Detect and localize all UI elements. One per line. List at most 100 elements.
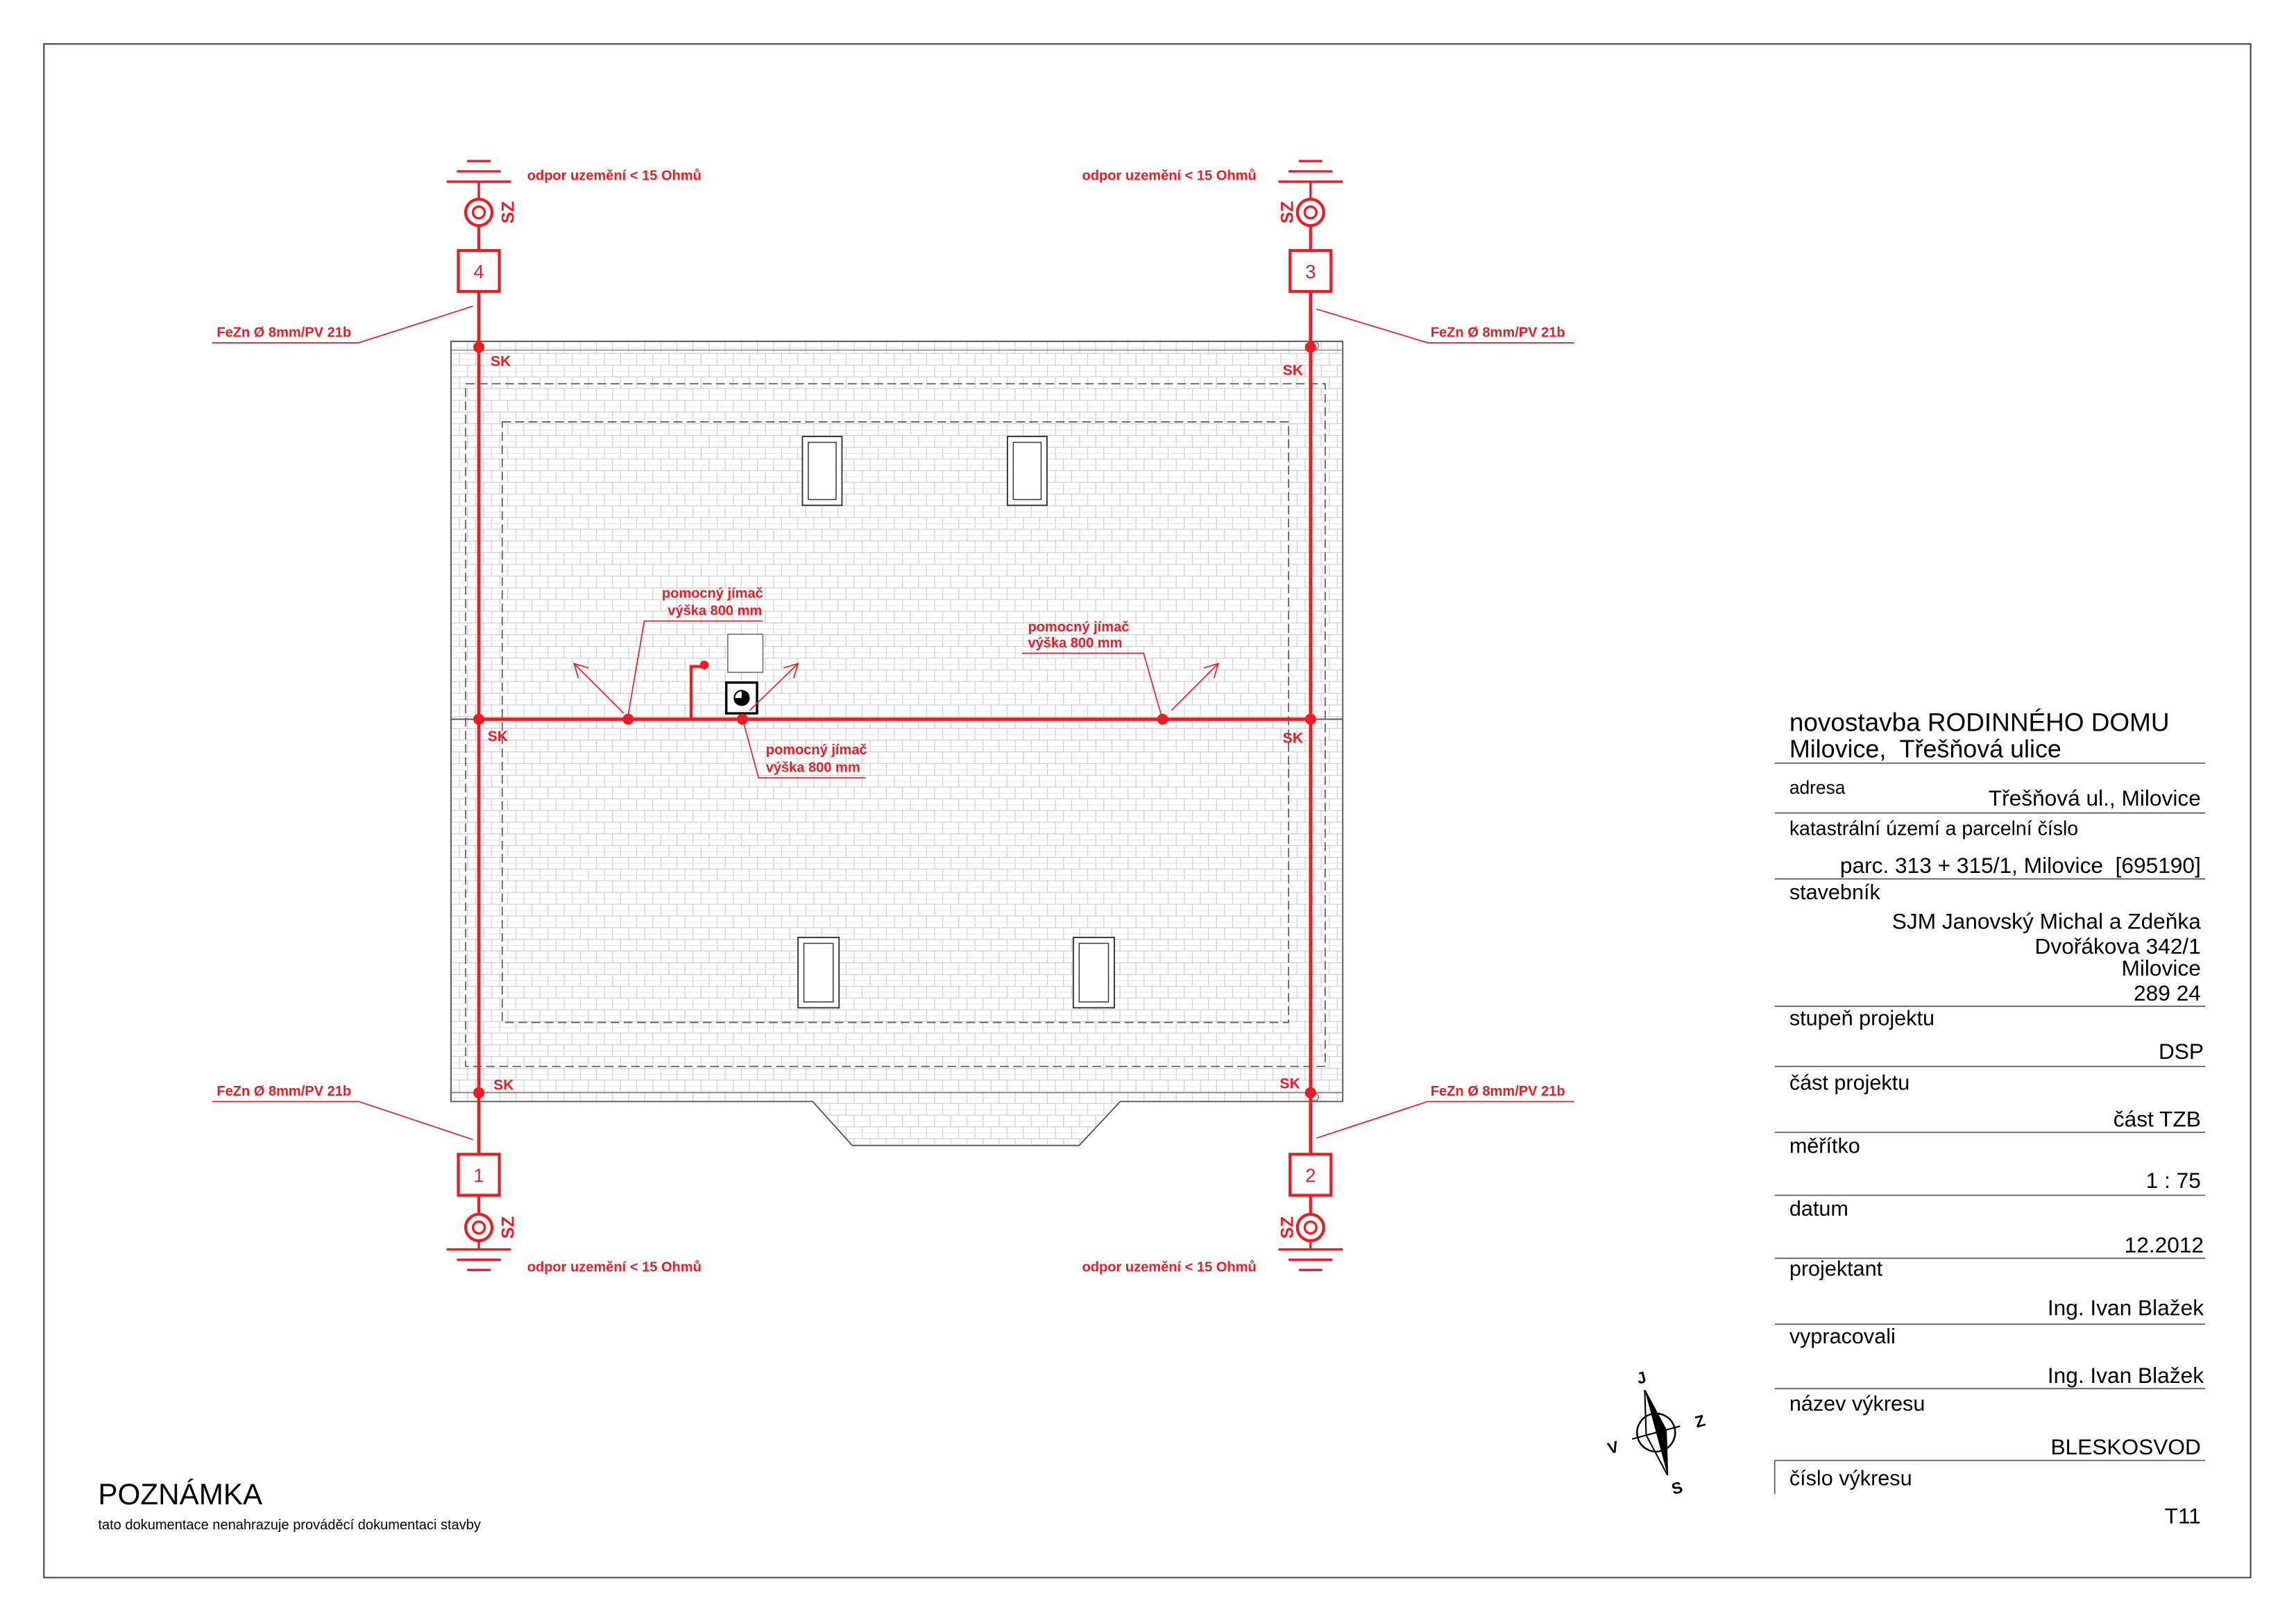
test-clamp-symbol	[1295, 1212, 1325, 1243]
junction-dot	[473, 713, 485, 725]
earthing-point-box	[1289, 1153, 1333, 1197]
drawing-number-label: číslo výkresu	[1789, 1467, 1912, 1490]
conductor-spec-leader	[1316, 308, 1574, 343]
note-title: POZNÁMKA	[98, 1478, 263, 1511]
address-value: Třešňová ul., Milovice	[1989, 785, 2201, 810]
compass-label-bottom: S	[1669, 1478, 1685, 1498]
lightning-conductor-network: SK SK SK SK SK SK pomocný jímač výška 80…	[473, 291, 1316, 1155]
air-terminal-name: pomocný jímač	[766, 742, 867, 758]
test-clamp-label: SZ	[1277, 201, 1297, 223]
test-clamp-inner	[471, 1220, 486, 1235]
roof-window-top-right	[1006, 436, 1048, 507]
stage-value: DSP	[2159, 1039, 2204, 1064]
earth-symbol	[446, 1241, 511, 1271]
north-arrow: J Z S V	[1606, 1368, 1707, 1498]
earthing-point-3: 3 SZ odpor uzemění < 15 Ohmů FeZn Ø 8mm/…	[1082, 160, 1574, 343]
earthing-point-1: 1 SZ odpor uzemění < 15 Ohmů FeZn Ø 8mm/…	[212, 1084, 701, 1275]
compass-label-left: V	[1606, 1437, 1621, 1457]
air-terminal-dot	[1157, 713, 1168, 725]
test-clamp-label: SZ	[499, 201, 518, 223]
wall-outline	[501, 421, 1289, 1023]
direction-arrow	[1171, 663, 1220, 711]
annotation-leader	[1022, 652, 1162, 715]
earthing-point-number: 2	[1305, 1165, 1316, 1187]
air-terminal-annotation: pomocný jímač výška 800 mm	[627, 586, 763, 715]
conductor-spec-label: FeZn Ø 8mm/PV 21b	[216, 325, 351, 341]
earthing-point-number: 3	[1305, 261, 1316, 282]
air-terminal-height: výška 800 mm	[1028, 636, 1122, 651]
air-terminal-height: výška 800 mm	[667, 604, 762, 619]
junction-label: SK	[1279, 1076, 1300, 1091]
earthing-resistance-note: odpor uzemění < 15 Ohmů	[527, 169, 701, 184]
test-clamp-inner	[471, 205, 486, 220]
cadastre-value: parc. 313 + 315/1, Milovice [695190]	[1840, 853, 2201, 878]
junction-label: SK	[1283, 730, 1304, 746]
date-value: 12.2012	[2125, 1232, 2204, 1257]
stage-label: stupeň projektu	[1789, 1007, 1934, 1030]
chimney-air-terminal-conductor	[689, 665, 701, 720]
junction-dot	[473, 1087, 485, 1098]
roof-window-glass	[1012, 441, 1042, 500]
date-label: datum	[1789, 1197, 1848, 1221]
junction-dot	[473, 341, 485, 353]
address-label: adresa	[1789, 777, 1846, 798]
conductor-spec-label: FeZn Ø 8mm/PV 21b	[216, 1084, 351, 1099]
roof-window-top-left	[801, 436, 843, 507]
earth-symbol	[1278, 1241, 1343, 1271]
chimney-air-terminal-dot	[699, 661, 709, 670]
junction-dot	[1304, 713, 1316, 725]
annotation-leader	[627, 620, 763, 715]
investor-label: stavebník	[1789, 881, 1881, 904]
test-clamp-symbol	[1295, 197, 1325, 228]
investor-zip: 289 24	[2134, 980, 2201, 1005]
vent-outline	[726, 634, 764, 673]
investor-city: Milovice	[2122, 955, 2201, 980]
test-clamp-symbol	[464, 197, 494, 228]
roof-window-bottom-left	[797, 937, 840, 1009]
earthing-point-number: 1	[473, 1165, 484, 1187]
prepared-value: Ing. Ivan Blažek	[2048, 1363, 2204, 1388]
conductor-spec-leader	[1316, 1101, 1574, 1139]
conductor-spec-leader	[212, 1101, 473, 1141]
part-value: část TZB	[2114, 1106, 2201, 1131]
junction-label: SK	[488, 729, 509, 745]
conductor-spec-label: FeZn Ø 8mm/PV 21b	[1431, 325, 1565, 341]
junction-label: SK	[1283, 362, 1304, 378]
test-clamp-symbol	[464, 1212, 494, 1243]
scale-value: 1 : 75	[2146, 1168, 2201, 1193]
investor-street: Dvořákova 342/1	[2035, 933, 2201, 958]
compass-label-top: J	[1635, 1368, 1648, 1387]
investor-name: SJM Janovský Michal a Zdeňka	[1892, 908, 2201, 933]
air-terminal-dot	[736, 713, 748, 725]
designer-label: projektant	[1789, 1257, 1883, 1281]
roof-overhang-outline	[465, 383, 1326, 1067]
air-terminal-dot	[622, 713, 634, 725]
drawing-number-value: T11	[2165, 1503, 2201, 1528]
roof-window-bottom-right	[1072, 937, 1115, 1009]
test-clamp-inner	[1303, 1220, 1318, 1235]
chimney-flue-fill	[734, 690, 749, 706]
junction-dot	[1304, 1087, 1316, 1098]
drawing-name-label: název výkresu	[1789, 1392, 1925, 1416]
prepared-label: vypracovali	[1789, 1325, 1896, 1348]
title-block: novostavba RODINNÉHO DOMU Milovice, Třeš…	[1774, 708, 2206, 1528]
part-label: část projektu	[1789, 1071, 1910, 1095]
earth-symbol	[1278, 160, 1343, 200]
earthing-point-2: 2 SZ odpor uzemění < 15 Ohmů FeZn Ø 8mm/…	[1082, 1084, 1574, 1275]
conductor-spec-leader	[212, 305, 473, 343]
note-text: tato dokumentace nenahrazuje prováděcí d…	[98, 1518, 481, 1533]
test-clamp-label: SZ	[499, 1216, 518, 1239]
junction-label: SK	[493, 1078, 514, 1094]
earthing-resistance-note: odpor uzemění < 15 Ohmů	[1082, 169, 1257, 184]
test-clamp-label: SZ	[1277, 1216, 1297, 1239]
designer-value: Ing. Ivan Blažek	[2048, 1295, 2204, 1320]
earthing-resistance-note: odpor uzemění < 15 Ohmů	[1082, 1259, 1257, 1275]
project-location: Milovice, Třešňová ulice	[1789, 735, 2061, 763]
air-terminal-annotation: pomocný jímač výška 800 mm	[743, 723, 867, 779]
earth-symbol	[446, 160, 511, 200]
earthing-point-box	[1289, 248, 1333, 294]
roof-outline	[450, 340, 1344, 1146]
roof-window-glass	[803, 942, 834, 1003]
note-block: POZNÁMKA tato dokumentace nenahrazuje pr…	[98, 1478, 481, 1533]
